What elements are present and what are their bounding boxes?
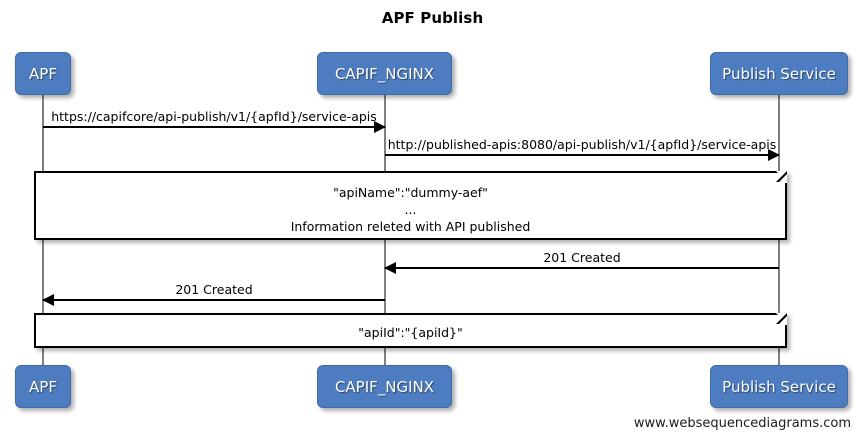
participant-apf-bottom[interactable]: APF bbox=[15, 365, 71, 408]
watermark-credit: www.websequencediagrams.com bbox=[633, 416, 851, 431]
participant-capif-nginx-top[interactable]: CAPIF_NGINX bbox=[317, 52, 452, 95]
participant-label: APF bbox=[29, 64, 57, 83]
message-label-3: 201 Created bbox=[543, 250, 621, 265]
participant-publish-service-top[interactable]: Publish Service bbox=[710, 52, 848, 95]
message-arrow-2[interactable]: http://published-apis:8080/api-publish/v… bbox=[385, 137, 780, 161]
message-line bbox=[43, 299, 385, 301]
note-fold-corner-icon bbox=[776, 313, 787, 325]
message-arrow-3[interactable]: 201 Created bbox=[384, 250, 779, 274]
message-line bbox=[385, 154, 779, 156]
participant-publish-service-bottom[interactable]: Publish Service bbox=[710, 365, 848, 408]
message-arrow-1[interactable]: https://capifcore/api-publish/v1/{apfId}… bbox=[43, 109, 386, 133]
arrowhead-right-icon bbox=[768, 149, 780, 161]
participant-label: CAPIF_NGINX bbox=[334, 64, 435, 83]
message-label-4: 201 Created bbox=[175, 282, 253, 297]
note-text-2: "apiId":"{apiId}" bbox=[358, 325, 463, 340]
arrowhead-left-icon bbox=[42, 294, 54, 306]
participant-label: Publish Service bbox=[722, 377, 836, 396]
note-text-1: "apiName":"dummy-aef" ... Information re… bbox=[290, 185, 531, 234]
message-label-1: https://capifcore/api-publish/v1/{apfId}… bbox=[51, 109, 377, 124]
page-title: APF Publish bbox=[381, 9, 484, 27]
message-arrow-4[interactable]: 201 Created bbox=[42, 282, 385, 306]
participant-capif-nginx-bottom[interactable]: CAPIF_NGINX bbox=[317, 365, 452, 408]
note-fold-corner-icon bbox=[776, 171, 787, 183]
message-line bbox=[43, 126, 385, 128]
participant-apf-top[interactable]: APF bbox=[15, 52, 71, 95]
participant-label: CAPIF_NGINX bbox=[334, 377, 435, 396]
participant-label: Publish Service bbox=[722, 64, 836, 83]
note-response-body: "apiId":"{apiId}" bbox=[34, 313, 787, 348]
note-request-body: "apiName":"dummy-aef" ... Information re… bbox=[34, 171, 787, 240]
message-line bbox=[385, 267, 779, 269]
arrowhead-left-icon bbox=[384, 262, 396, 274]
message-label-2: http://published-apis:8080/api-publish/v… bbox=[387, 137, 777, 152]
arrowhead-right-icon bbox=[374, 121, 386, 133]
participant-label: APF bbox=[29, 377, 57, 396]
